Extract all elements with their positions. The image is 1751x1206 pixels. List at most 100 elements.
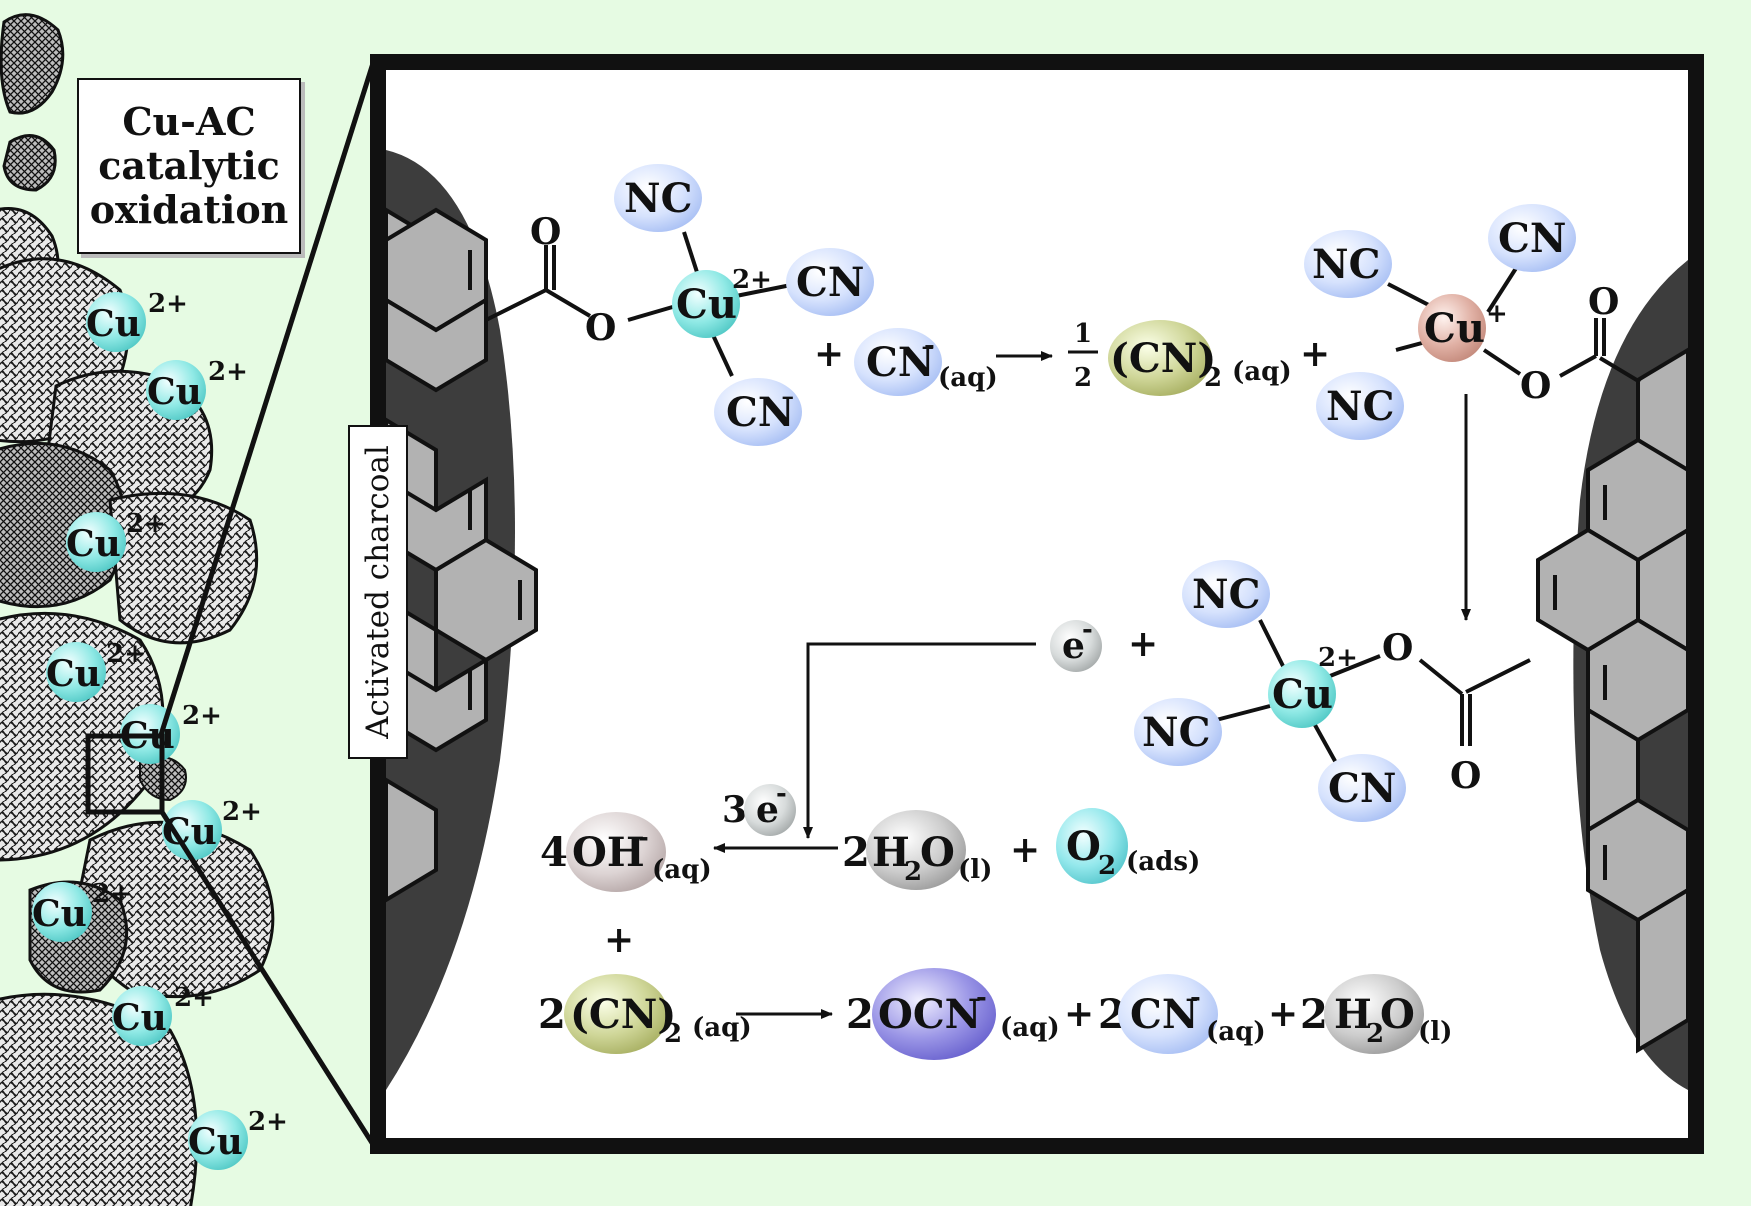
zoom-line-top [157, 59, 377, 739]
zoom-box [85, 733, 165, 815]
svg-text:OH: OH [572, 829, 645, 876]
svg-text:(aq): (aq) [1232, 357, 1292, 387]
svg-text:(aq): (aq) [692, 1013, 752, 1043]
svg-text:-: - [1190, 983, 1201, 1013]
svg-text:H: H [872, 829, 910, 876]
oxygen-ball [1056, 808, 1128, 884]
zoom-line-bottom [159, 810, 377, 1148]
svg-text:+: + [1010, 829, 1040, 871]
water-ball [1324, 974, 1424, 1054]
svg-text:NC: NC [1312, 241, 1380, 288]
ligand-ball [614, 164, 702, 232]
svg-text:2: 2 [1366, 1019, 1384, 1049]
svg-text:(l): (l) [1418, 1017, 1452, 1047]
svg-text:2+: 2+ [92, 879, 132, 909]
svg-text:2+: 2+ [732, 265, 772, 295]
svg-text:CN: CN [1328, 765, 1396, 812]
svg-text:+: + [604, 919, 634, 961]
svg-text:Cu: Cu [46, 653, 101, 695]
svg-text:Cu: Cu [112, 997, 167, 1039]
svg-text:CN: CN [796, 259, 864, 306]
svg-text:2+: 2+ [182, 701, 222, 731]
svg-text:CN: CN [726, 389, 794, 436]
ligand-ball [1304, 230, 1392, 298]
reaction-2: 3 e - 4 OH - (aq) 2 H 2 O (l) + O 2 (ads… [540, 779, 1200, 892]
svg-text:Cu: Cu [1272, 671, 1333, 718]
svg-text:O: O [1380, 991, 1415, 1038]
svg-text:2+: 2+ [208, 357, 248, 387]
svg-text:3: 3 [722, 789, 747, 831]
svg-text:2: 2 [1098, 851, 1116, 881]
svg-text:Cu: Cu [147, 371, 202, 413]
svg-text:e: e [756, 789, 779, 831]
svg-text:(aq): (aq) [1206, 1017, 1266, 1047]
svg-text:(CN): (CN) [1110, 335, 1216, 382]
svg-text:(CN): (CN) [570, 991, 676, 1038]
svg-text:(aq): (aq) [652, 855, 712, 885]
ligand-ball [714, 378, 802, 446]
charcoal-particle [2, 134, 57, 192]
cu-ion-ball [1268, 660, 1336, 728]
cyanogen-ball [564, 974, 668, 1054]
svg-text:2: 2 [664, 1019, 682, 1049]
cu-plus-ball [1418, 294, 1486, 362]
cu-ion-ball [672, 270, 740, 338]
svg-text:O: O [1520, 365, 1551, 407]
water-ball [866, 810, 966, 890]
svg-text:+: + [1300, 333, 1330, 375]
svg-text:CN: CN [1130, 991, 1198, 1038]
svg-text:-: - [924, 331, 935, 361]
cyanogen-ball [1108, 320, 1212, 396]
svg-text:2: 2 [1300, 991, 1328, 1038]
svg-text:4: 4 [540, 829, 568, 876]
svg-text:1: 1 [1074, 319, 1092, 349]
svg-text:2: 2 [842, 829, 870, 876]
svg-text:NC: NC [1192, 571, 1260, 618]
svg-text:O: O [1450, 755, 1481, 797]
svg-text:2: 2 [1074, 363, 1092, 393]
ligand-ball [1118, 974, 1218, 1054]
svg-text:2+: 2+ [148, 289, 188, 319]
svg-text:Cu: Cu [676, 281, 737, 328]
svg-text:O: O [1382, 627, 1413, 669]
svg-text:O: O [920, 829, 955, 876]
svg-text:(aq): (aq) [938, 363, 998, 393]
svg-text:+: + [1064, 993, 1094, 1035]
svg-text:+: + [814, 333, 844, 375]
charcoal-particle [0, 13, 65, 115]
complex-top-left: O O NC CN CN Cu 2+ [485, 164, 874, 446]
svg-text:2: 2 [846, 991, 874, 1038]
ligand-ball [1488, 204, 1576, 272]
svg-text:2: 2 [538, 991, 566, 1038]
svg-text:Cu: Cu [1424, 305, 1485, 352]
svg-text:CN: CN [1498, 215, 1566, 262]
svg-text:H: H [1334, 991, 1372, 1038]
svg-text:Cu: Cu [188, 1121, 243, 1163]
svg-text:+: + [1128, 623, 1158, 665]
svg-text:(ads): (ads) [1126, 847, 1200, 877]
ligand-ball [786, 248, 874, 316]
svg-text:-: - [1082, 615, 1093, 645]
reaction-1: + CN - (aq) 1 2 (CN) 2 (aq) + [814, 319, 1330, 396]
svg-text:-: - [776, 779, 787, 809]
hydroxide-ball [566, 812, 666, 892]
ligand-ball [1182, 560, 1270, 628]
svg-text:Cu: Cu [162, 811, 217, 853]
svg-text:CN: CN [866, 339, 934, 386]
svg-text:e: e [1062, 625, 1085, 667]
svg-text:+: + [1486, 299, 1508, 329]
svg-text:O: O [1588, 281, 1619, 323]
reaction-3: + 2 (CN) 2 (aq) 2 OCN - (aq) + 2 CN - (a… [538, 919, 1452, 1060]
svg-text:O: O [1066, 823, 1101, 870]
complex-top-right: NC CN NC Cu + O O [1304, 204, 1642, 621]
svg-text:NC: NC [1326, 383, 1394, 430]
title-box: Cu-AC catalytic oxidation [77, 78, 301, 254]
support-label: Activated charcoal [360, 445, 397, 739]
ligand-ball [1316, 372, 1404, 440]
